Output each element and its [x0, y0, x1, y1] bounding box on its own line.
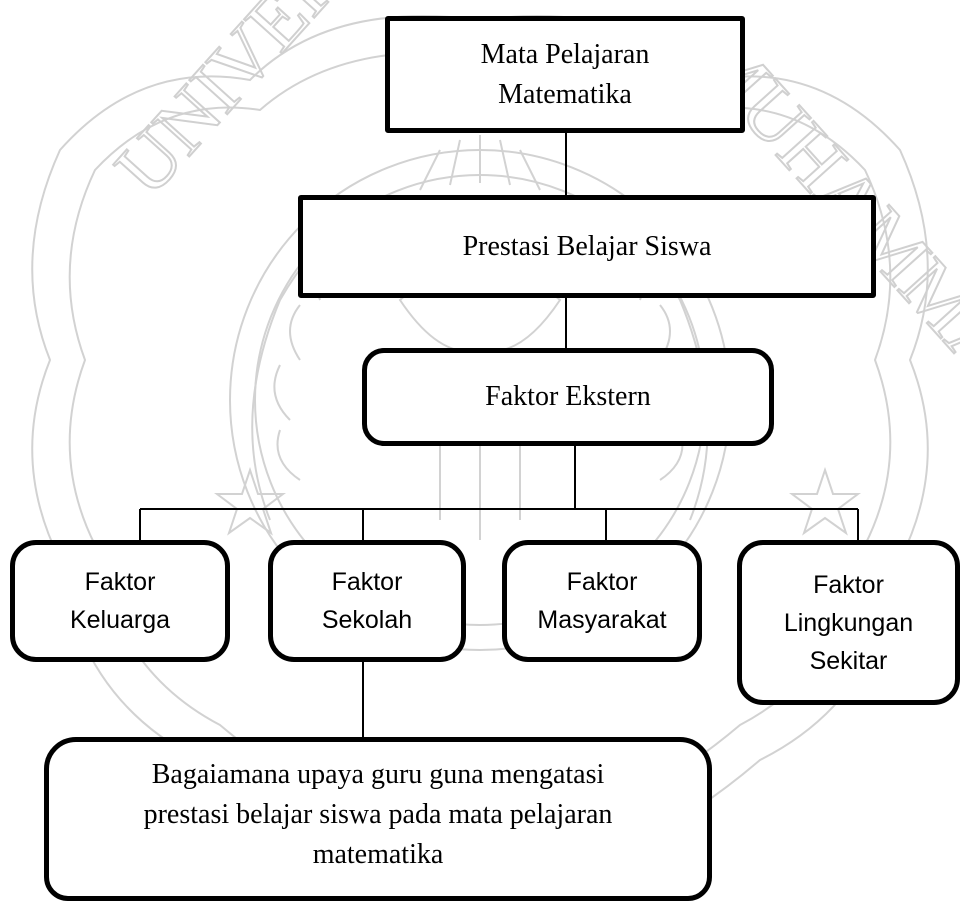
node-society-factor: Faktor Masyarakat: [502, 540, 702, 662]
node-family-factor-label: Faktor Keluarga: [69, 568, 171, 634]
node-environment-factor: Faktor Lingkungan Sekitar: [737, 540, 960, 705]
node-achievement-label: Prestasi Belajar Siswa: [462, 230, 712, 262]
node-family-factor: Faktor Keluarga: [10, 540, 230, 662]
node-external-factor-label: Faktor Ekstern: [485, 381, 651, 412]
node-environment-factor-label: Faktor Lingkungan Sekitar: [783, 570, 914, 675]
node-society-factor-label: Faktor Masyarakat: [537, 568, 667, 634]
node-research-question: Bagaiamana upaya guru guna mengatasi pre…: [44, 737, 712, 901]
node-external-factor: Faktor Ekstern: [362, 348, 774, 446]
node-subject: Mata Pelajaran Matematika: [385, 16, 745, 133]
node-school-factor-label: Faktor Sekolah: [321, 568, 413, 634]
node-school-factor: Faktor Sekolah: [268, 540, 466, 662]
node-subject-label: Mata Pelajaran Matematika: [480, 38, 650, 110]
node-research-question-label: Bagaiamana upaya guru guna mengatasi pre…: [143, 759, 613, 870]
node-achievement: Prestasi Belajar Siswa: [298, 195, 876, 298]
